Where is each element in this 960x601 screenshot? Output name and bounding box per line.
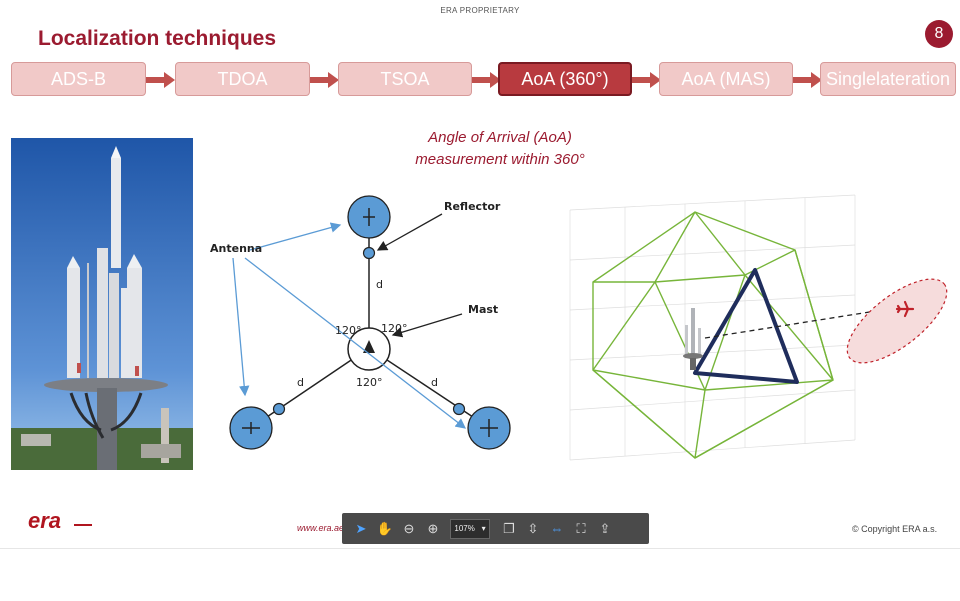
distance-label-left: d	[297, 376, 304, 389]
airplane-icon	[895, 300, 915, 318]
step-arrow-icon	[310, 72, 339, 88]
angle-label-bottom: 120°	[356, 376, 383, 389]
angle-label-left: 120°	[335, 324, 362, 337]
reflector-right-icon	[452, 402, 466, 416]
pointer-icon[interactable]: ➤	[355, 520, 367, 536]
zoom-in-icon[interactable]: ⊕	[427, 520, 439, 536]
aoa-caption: Angle of Arrival (AoA) measurement withi…	[350, 127, 650, 171]
reflector-left-icon	[272, 402, 286, 416]
step-tdoa[interactable]: TDOA	[175, 62, 310, 96]
below-slide-area	[0, 548, 960, 601]
target-area-ellipse	[846, 278, 948, 364]
step-aoa-360[interactable]: AoA (360°)	[498, 62, 632, 96]
page-number-badge: 8	[925, 20, 953, 48]
fullscreen-icon[interactable]: ⛶	[576, 520, 586, 536]
caption-line-2: measurement within 360°	[415, 151, 585, 168]
distance-label-top: d	[376, 278, 383, 291]
aoa-antenna-diagram: Antenna Reflector Mast d d d 120° 120° 1…	[210, 195, 511, 450]
footer-link[interactable]: www.era.aero	[297, 523, 353, 533]
step-arrow-icon	[793, 72, 822, 88]
svg-text:era: era	[28, 510, 61, 532]
distance-label-right: d	[431, 376, 438, 389]
angle-label-right: 120°	[381, 322, 408, 335]
copyright-text: © Copyright ERA a.s.	[852, 524, 938, 534]
antenna-label: Antenna	[210, 242, 262, 255]
antenna-top-icon	[347, 195, 391, 239]
proprietary-label: ERA PROPRIETARY	[440, 6, 520, 15]
hand-icon[interactable]: ✋	[376, 520, 394, 536]
slide-title: Localization techniques	[38, 27, 277, 50]
viewer-toolbar: ➤ ✋ ⊖ ⊕ 107% ▾ ❐ ⇳ ⇔ ⛶ ⇪	[342, 513, 649, 544]
mini-antenna-icon	[683, 308, 703, 370]
mast-label: Mast	[468, 303, 498, 316]
reflector-top-icon	[362, 246, 376, 260]
zoom-value: 107%	[454, 524, 475, 533]
caption-line-1: Angle of Arrival (AoA)	[428, 129, 572, 146]
chevron-down-icon: ▾	[481, 524, 486, 533]
step-arrow-icon	[146, 72, 175, 88]
antenna-right-icon	[467, 406, 511, 450]
copy-icon[interactable]: ❐	[503, 520, 515, 536]
antenna-mast-photo	[11, 138, 193, 470]
step-tsoa[interactable]: TSOA	[338, 62, 472, 96]
era-logo: era	[28, 510, 92, 532]
fit-page-icon[interactable]: ⇳	[527, 520, 539, 536]
zoom-select[interactable]: 107% ▾	[450, 518, 490, 539]
technique-steps: ADS-B TDOA TSOA AoA (360°) AoA (MAS) Sin…	[0, 60, 960, 100]
share-icon[interactable]: ⇪	[599, 520, 611, 536]
fit-width-icon[interactable]: ⇔	[550, 521, 564, 536]
antenna-left-icon	[229, 406, 273, 450]
reflector-label: Reflector	[444, 200, 501, 213]
step-singlelateration[interactable]: Singlelateration	[820, 62, 956, 96]
step-arrow-icon	[632, 72, 661, 88]
step-ads-b[interactable]: ADS-B	[11, 62, 146, 96]
slide: ERA PROPRIETARY Localization techniques …	[0, 6, 960, 544]
icosahedron-wireframe	[592, 211, 834, 459]
step-aoa-mas[interactable]: AoA (MAS)	[659, 62, 793, 96]
icosahedron-aoa-illustration	[569, 194, 948, 461]
step-arrow-icon	[472, 72, 501, 88]
triangle-highlight	[693, 268, 799, 384]
zoom-out-icon[interactable]: ⊖	[403, 520, 415, 536]
